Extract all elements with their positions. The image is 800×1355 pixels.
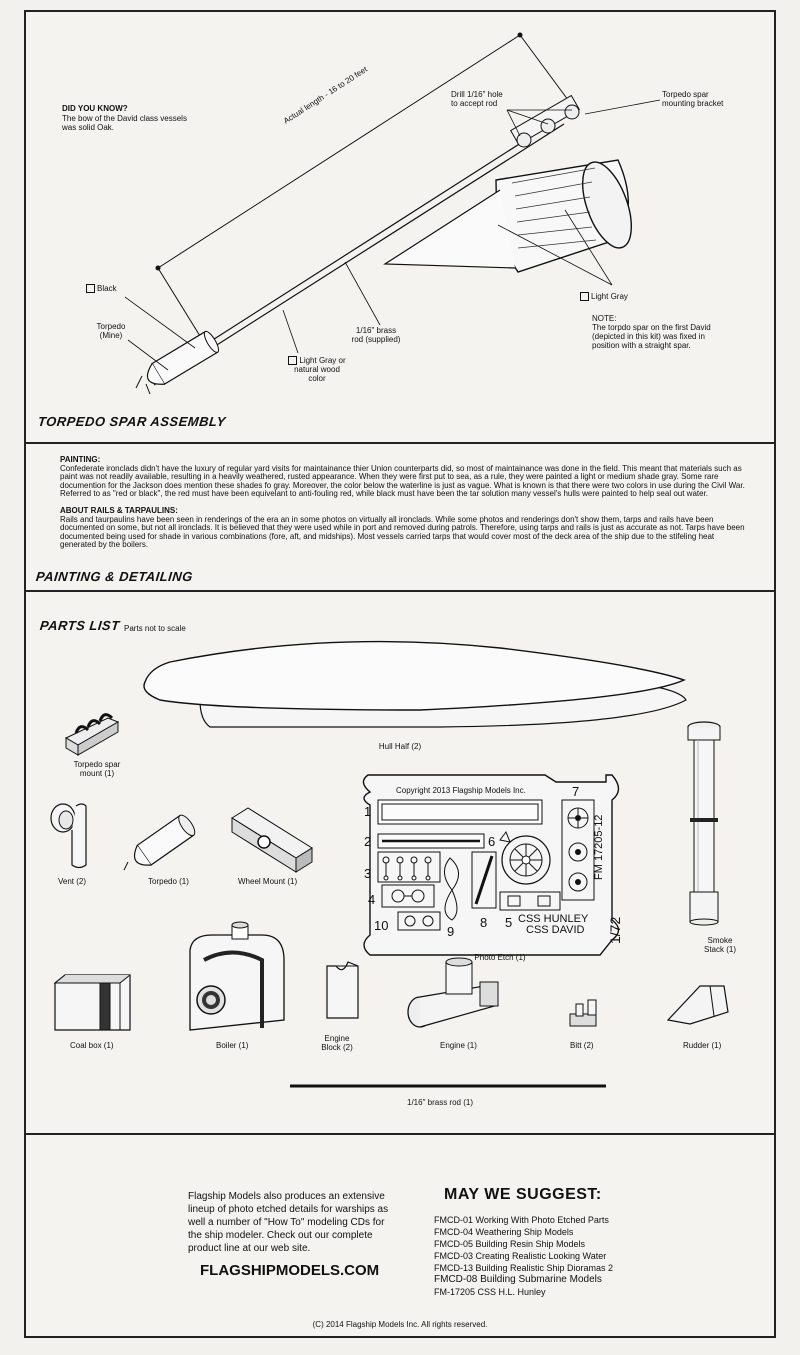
- section-divider: [24, 590, 776, 592]
- painting-section-title: PAINTING & DETAILING: [35, 569, 194, 584]
- pe-number: 8: [480, 915, 488, 930]
- parts-subtitle: Parts not to scale: [124, 624, 186, 633]
- bitt-label: Bitt (2): [570, 1041, 594, 1050]
- note-line: (depicted in this kit) was fixed in: [592, 332, 705, 341]
- did-you-know-title: DID YOU KNOW?: [62, 104, 128, 113]
- rails-heading: ABOUT RAILS & TARPAULINS:: [60, 505, 178, 515]
- rod-label: 1/16" brass rod (supplied): [344, 326, 408, 344]
- suggest-item: FMCD-01 Working With Photo Etched Parts: [434, 1215, 609, 1225]
- pe-number: 2: [364, 834, 372, 849]
- photo-etch-label: Photo Etch (1): [474, 953, 526, 962]
- did-you-know-line: was solid Oak.: [62, 123, 115, 132]
- pe-ship-names: CSS HUNLEY CSS DAVID: [518, 914, 588, 936]
- engine-block-line: Engine: [324, 1034, 350, 1043]
- promo-line: lineup of photo etched details for warsh…: [188, 1204, 389, 1215]
- light-gray-label: Light Gray: [580, 292, 628, 302]
- spar-note: NOTE: The torpdo spar on the first David…: [592, 314, 711, 350]
- pe-ship1: CSS HUNLEY: [518, 913, 589, 925]
- pe-number: 6: [488, 834, 496, 849]
- spar-mount-line: mount (1): [79, 769, 115, 778]
- torpedo-section-title: TORPEDO SPAR ASSEMBLY: [37, 414, 227, 429]
- vent-label: Vent (2): [58, 877, 87, 886]
- rails-paragraph: Rails and taurpaulins have been seen in …: [60, 514, 745, 550]
- engine-block-label: Engine Block (2): [312, 1034, 362, 1052]
- pe-code: FM 17205-12: [593, 814, 605, 880]
- brass-rod-label: 1/16" brass rod (1): [407, 1098, 473, 1107]
- suggest-title: MAY WE SUGGEST:: [444, 1186, 602, 1203]
- pe-number: 5: [505, 915, 513, 930]
- light-gray-wood-line: color: [308, 374, 326, 384]
- torpedo-label-line: (Mine): [99, 331, 123, 340]
- spar-mount-drawing: [64, 713, 120, 756]
- did-you-know-text: The bow of the David class vessels was s…: [62, 114, 187, 132]
- promo-line: product line at our web site.: [188, 1243, 311, 1254]
- promo-line: the ship modeler. Check out our complete: [188, 1230, 373, 1241]
- spar-mount-label: Torpedo spar mount (1): [62, 760, 132, 778]
- suggest-item: FMCD-03 Creating Realistic Looking Water: [434, 1251, 607, 1261]
- pe-ship2: CSS DAVID: [526, 924, 585, 936]
- suggest-list: FMCD-01 Working With Photo Etched Parts …: [434, 1214, 613, 1298]
- promo-text: Flagship Models also produces an extensi…: [188, 1190, 418, 1255]
- light-gray-text: Light Gray: [591, 292, 628, 301]
- drill-note: Drill 1/16" hole to accept rod: [451, 90, 503, 108]
- light-gray-wood-line: Light Gray or: [299, 356, 346, 365]
- black-paint-label: Black: [86, 284, 117, 294]
- pe-scale: 1/72: [607, 916, 623, 944]
- light-gray-wood-line: natural wood: [294, 365, 340, 375]
- note-title: NOTE:: [592, 314, 617, 323]
- coal-box-label: Coal box (1): [70, 1041, 114, 1050]
- suggest-item: FMCD-04 Weathering Ship Models: [434, 1227, 574, 1237]
- torpedo-mine-label: Torpedo (Mine): [88, 322, 134, 340]
- suggest-item: FMCD-13 Building Realistic Ship Dioramas…: [434, 1263, 614, 1273]
- section-divider: [24, 442, 776, 444]
- bracket-label-line: Torpedo spar: [662, 90, 709, 99]
- torpedo-label-line: Torpedo: [96, 322, 126, 331]
- engine-block-line: Block (2): [321, 1043, 353, 1052]
- spar-mount-line: Torpedo spar: [73, 760, 121, 769]
- rod-label-line: 1/16" brass: [355, 326, 397, 335]
- boiler-label: Boiler (1): [216, 1041, 249, 1050]
- rudder-label: Rudder (1): [683, 1041, 722, 1050]
- suggest-item: FMCD-08 Building Submarine Models: [434, 1274, 602, 1285]
- copyright: (C) 2014 Flagship Models Inc. All rights…: [312, 1320, 488, 1329]
- paint-swatch-icon: [288, 356, 298, 366]
- section-divider: [24, 1133, 776, 1135]
- pe-number: 4: [368, 892, 376, 907]
- pe-number: 1: [364, 804, 372, 819]
- torpedo-part-label: Torpedo (1): [148, 877, 189, 886]
- paint-swatch-icon: [580, 292, 589, 302]
- paint-swatch-icon: [86, 284, 95, 294]
- drill-note-line: to accept rod: [451, 99, 498, 108]
- pe-number: 7: [572, 784, 580, 799]
- drill-note-line: Drill 1/16" hole: [451, 90, 503, 99]
- rod-label-line: rod (supplied): [351, 335, 401, 344]
- pe-copyright: Copyright 2013 Flagship Models Inc.: [396, 786, 526, 795]
- pe-number: 10: [374, 918, 389, 933]
- painting-text: PAINTING: Confederate ironclads didn't h…: [60, 455, 750, 550]
- parts-section-title: PARTS LIST: [39, 618, 121, 633]
- smoke-stack-label: Smoke Stack (1): [690, 936, 750, 954]
- suggest-item: FMCD-05 Building Resin Ship Models: [434, 1239, 586, 1249]
- pe-number: 3: [364, 866, 372, 881]
- black-label-text: Black: [97, 284, 117, 293]
- promo-line: well a number of "How To" modeling CDs f…: [188, 1217, 385, 1228]
- hull-label: Hull Half (2): [378, 742, 422, 751]
- website-link[interactable]: FLAGSHIPMODELS.COM: [200, 1262, 380, 1279]
- note-line: The torpdo spar on the first David: [592, 323, 711, 332]
- bracket-label-line: mounting bracket: [662, 99, 724, 108]
- bracket-label: Torpedo spar mounting bracket: [662, 90, 723, 108]
- did-you-know-line: The bow of the David class vessels: [62, 114, 187, 123]
- suggest-item: FM-17205 CSS H.L. Hunley: [434, 1287, 546, 1297]
- wheel-mount-label: Wheel Mount (1): [238, 877, 298, 886]
- light-gray-wood-label: Light Gray or natural wood color: [282, 356, 352, 383]
- engine-label: Engine (1): [440, 1041, 477, 1050]
- promo-line: Flagship Models also produces an extensi…: [188, 1191, 385, 1202]
- pe-number: 9: [447, 924, 455, 939]
- painting-paragraph: Confederate ironclads didn't have the lu…: [60, 463, 745, 499]
- smoke-stack-line: Smoke: [707, 936, 733, 945]
- smoke-stack-line: Stack (1): [703, 945, 736, 954]
- painting-heading: PAINTING:: [60, 455, 101, 464]
- note-line: position with a straight spar.: [592, 341, 691, 350]
